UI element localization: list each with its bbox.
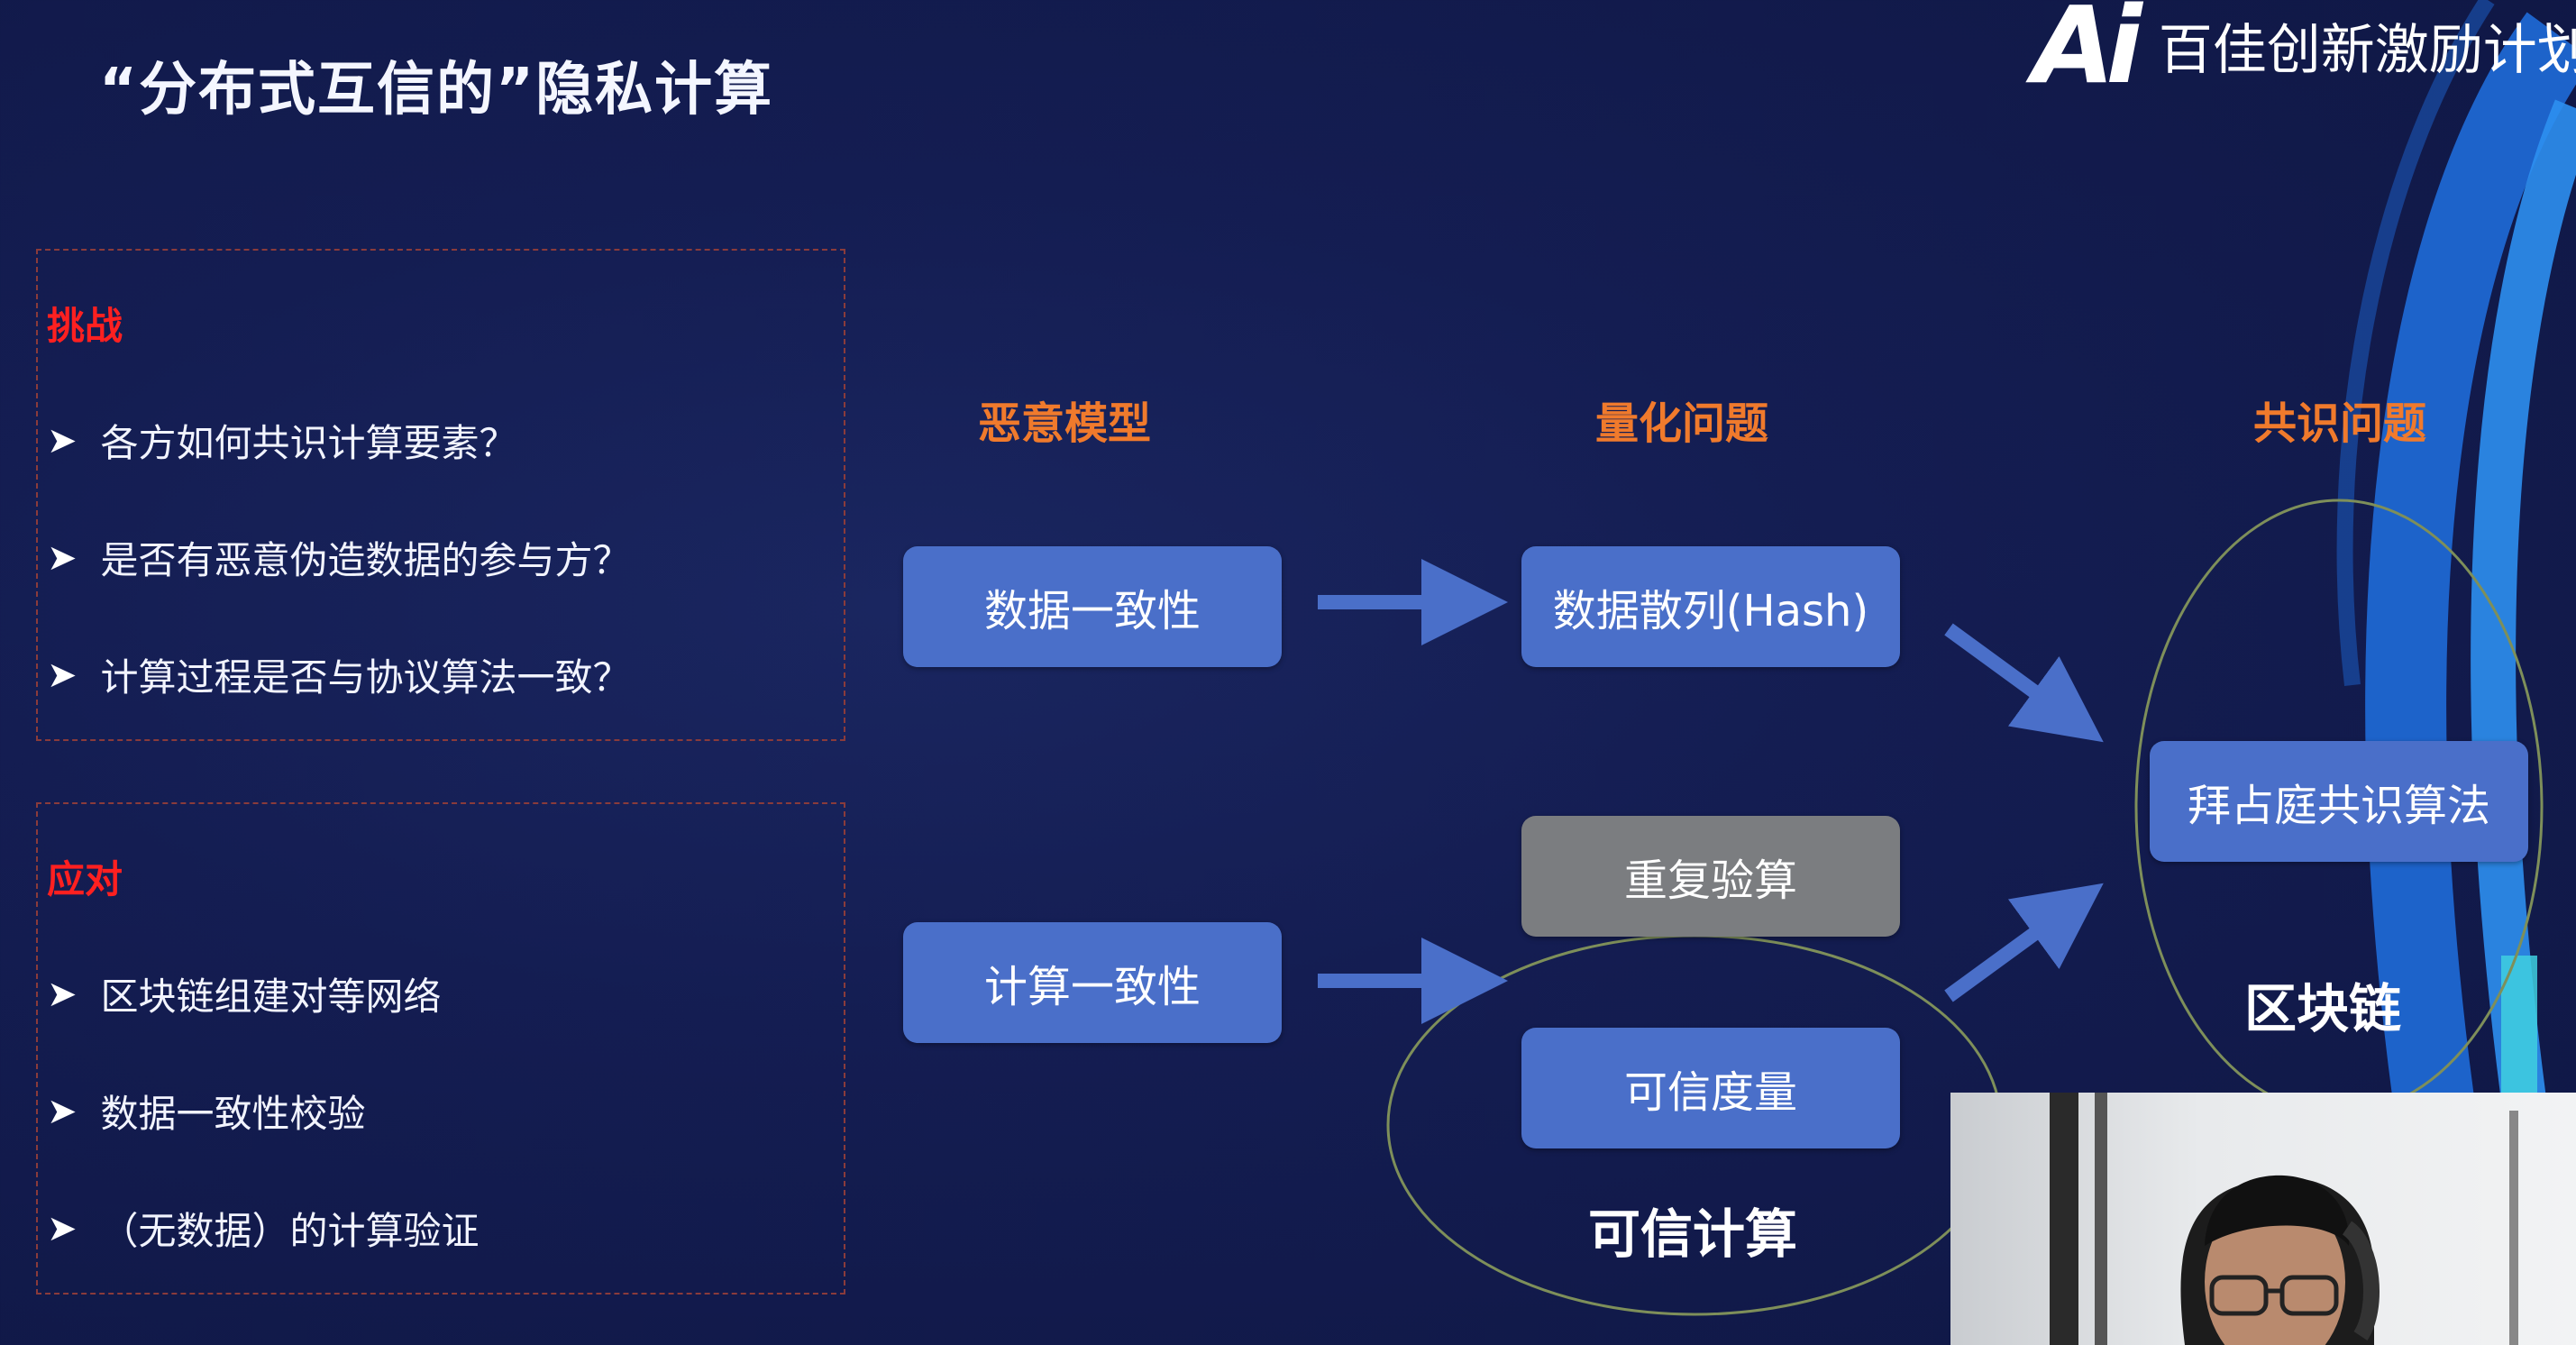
- response-item-text: 数据一致性校验: [100, 1092, 366, 1136]
- brand: Ai 百佳创新激励计划: [2032, 0, 2576, 98]
- recompute-box: 重复验算: [1521, 816, 1900, 937]
- decorative-arcs: [2336, 0, 2576, 1100]
- data-hash-box: 数据散列(Hash): [1521, 546, 1900, 667]
- trusted-computing-label: 可信计算: [1588, 1203, 1798, 1265]
- compute-consistency-box: 计算一致性: [903, 922, 1282, 1043]
- presenter-video-frame: [2050, 1093, 2518, 1345]
- response-panel: 应对 ➤ 区块链组建对等网络 ➤ 数据一致性校验 ➤ （无数据）的计算验证: [36, 802, 845, 1295]
- response-item: ➤ 区块链组建对等网络: [47, 966, 442, 1021]
- byzantine-consensus-box: 拜占庭共识算法: [2150, 741, 2528, 862]
- slide-title: “分布式互信的”隐私计算: [99, 57, 774, 124]
- diagonal-arrow-icon: [1944, 623, 2104, 743]
- column-header-malicious-model: 恶意模型: [978, 398, 1152, 449]
- bullet-arrow-icon: ➤: [47, 654, 78, 696]
- trust-metric-box: 可信度量: [1521, 1028, 1900, 1148]
- response-heading: 应对: [47, 857, 123, 901]
- challenge-panel: 挑战 ➤ 各方如何共识计算要素？ ➤ 是否有恶意伪造数据的参与方？ ➤ 计算过程…: [36, 249, 845, 741]
- diagonal-arrow-icon: [1944, 883, 2104, 1002]
- bullet-arrow-icon: ➤: [47, 419, 78, 462]
- challenge-item: ➤ 是否有恶意伪造数据的参与方？: [47, 530, 631, 585]
- response-item-text: 区块链组建对等网络: [100, 974, 442, 1019]
- challenge-item: ➤ 计算过程是否与协议算法一致？: [47, 647, 631, 702]
- challenge-item: ➤ 各方如何共识计算要素？: [47, 413, 517, 468]
- brand-logo-icon: Ai: [2032, 0, 2142, 107]
- bullet-arrow-icon: ➤: [47, 973, 78, 1015]
- response-item-text: （无数据）的计算验证: [100, 1209, 480, 1253]
- bullet-arrow-icon: ➤: [47, 1207, 78, 1249]
- challenge-heading: 挑战: [47, 304, 123, 348]
- response-item: ➤ 数据一致性校验: [47, 1084, 366, 1139]
- challenge-item-text: 计算过程是否与协议算法一致？: [100, 655, 631, 700]
- blockchain-label: 区块链: [2244, 978, 2402, 1039]
- column-header-consensus: 共识问题: [2253, 398, 2427, 449]
- challenge-item-text: 是否有恶意伪造数据的参与方？: [100, 538, 631, 582]
- webcam-video: [1950, 1093, 2576, 1345]
- challenge-item-text: 各方如何共识计算要素？: [100, 421, 517, 465]
- data-consistency-box: 数据一致性: [903, 546, 1282, 667]
- column-header-quantification: 量化问题: [1595, 398, 1769, 449]
- bullet-arrow-icon: ➤: [47, 1090, 78, 1132]
- bullet-arrow-icon: ➤: [47, 536, 78, 579]
- brand-text: 百佳创新激励计划: [2158, 18, 2576, 82]
- response-item: ➤ （无数据）的计算验证: [47, 1201, 480, 1256]
